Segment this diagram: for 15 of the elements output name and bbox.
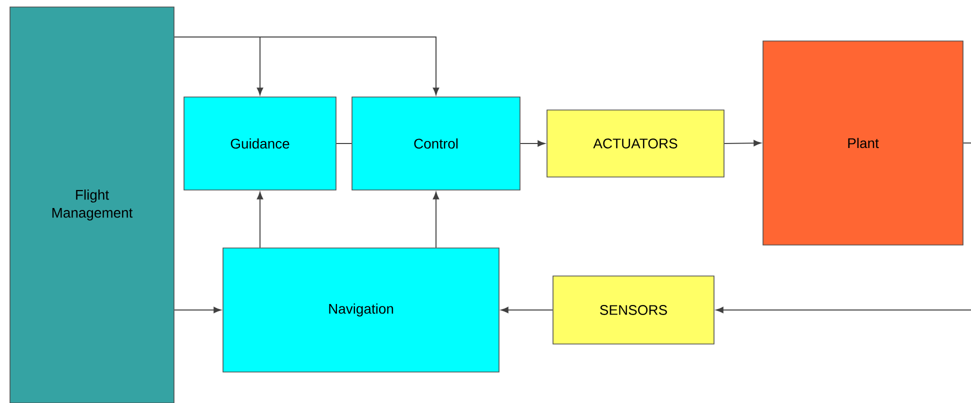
arrow bbox=[500, 306, 554, 314]
arrow bbox=[724, 140, 762, 146]
arrow bbox=[432, 192, 440, 248]
sensor-box: SENSORS bbox=[552, 276, 714, 344]
arrow bbox=[716, 306, 971, 314]
flight-management-box: Flight Management bbox=[10, 6, 174, 403]
process-box: Navigation bbox=[222, 248, 500, 372]
process-box: Guidance bbox=[184, 96, 336, 190]
process-box: Control bbox=[352, 96, 520, 190]
arrow bbox=[256, 192, 264, 248]
arrow bbox=[174, 306, 222, 314]
arrow bbox=[520, 140, 546, 147]
arrow bbox=[174, 36, 440, 96]
plant-box: Plant bbox=[762, 40, 964, 246]
actuator-box: ACTUATORS bbox=[546, 110, 724, 178]
